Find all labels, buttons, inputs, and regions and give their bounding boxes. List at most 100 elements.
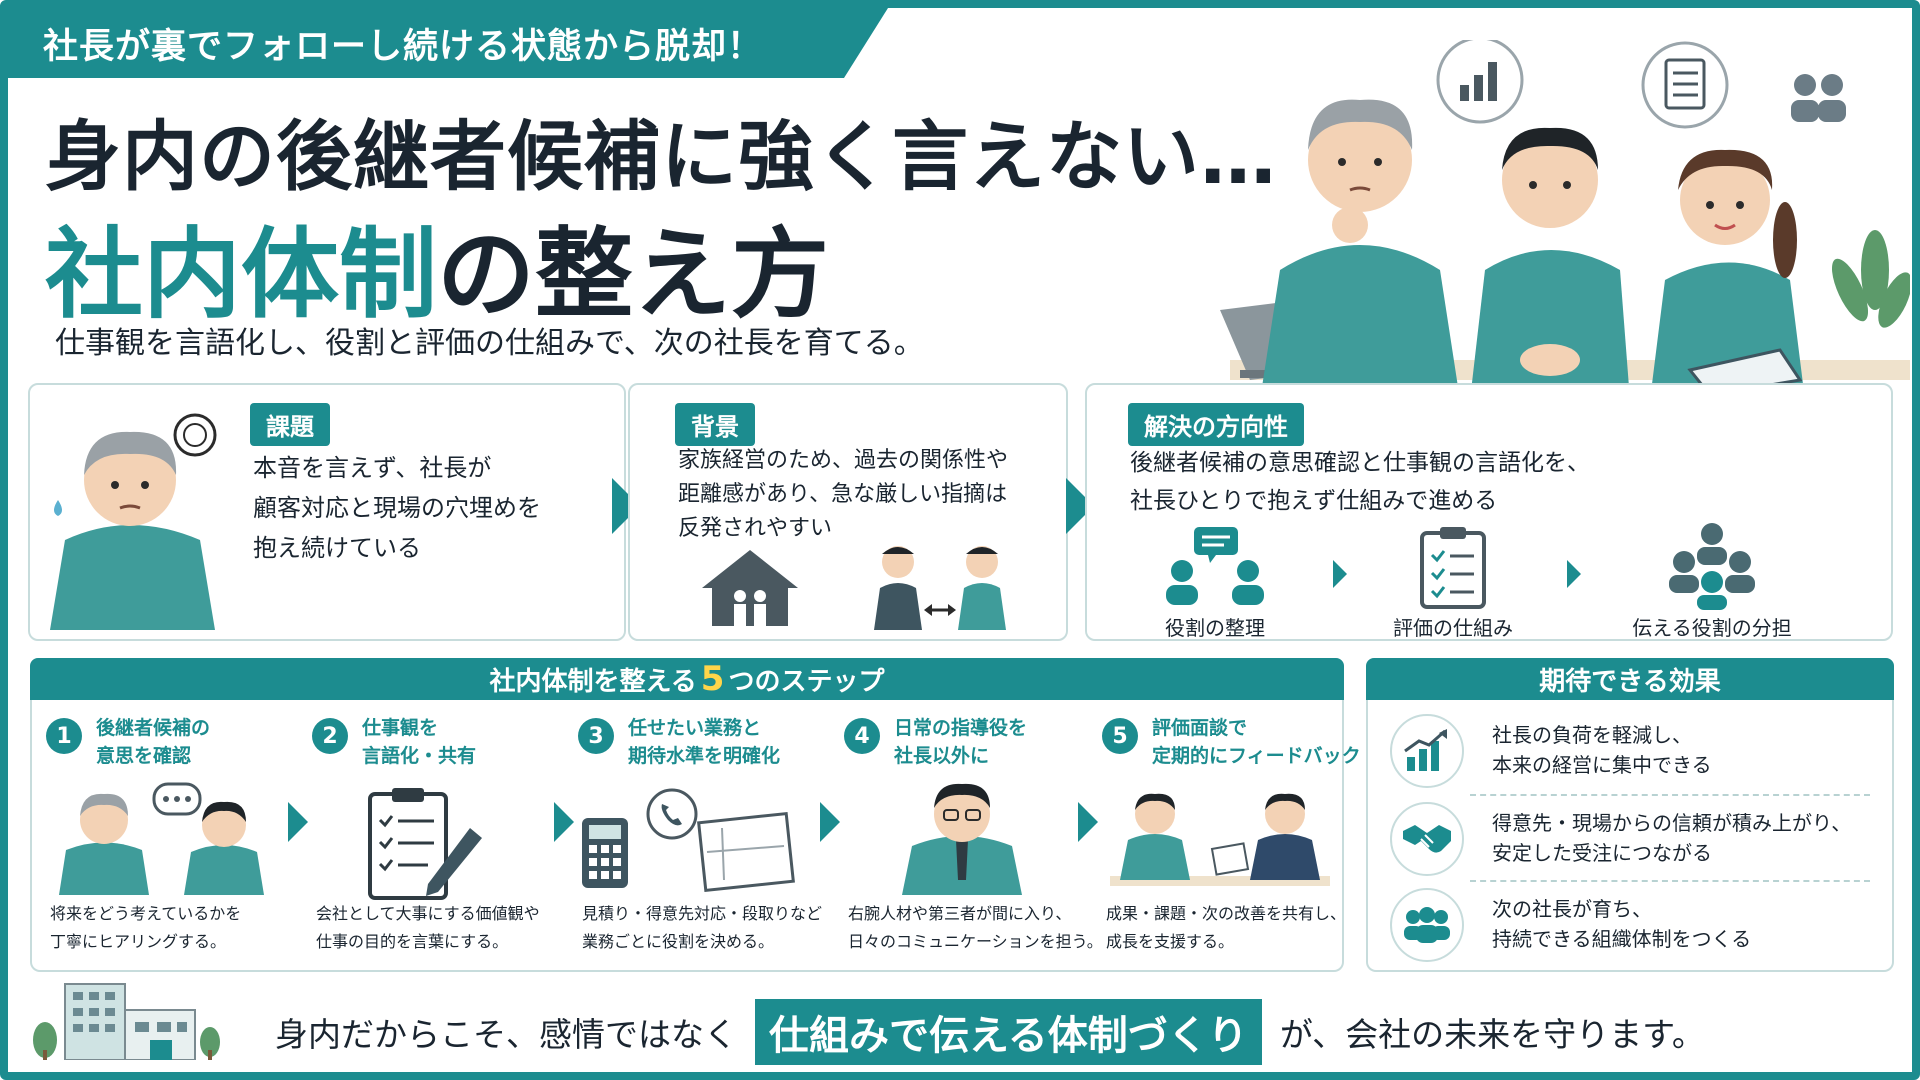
effect-icon-circle xyxy=(1390,888,1464,962)
step-title-line: 期待水準を明確化 xyxy=(628,745,781,767)
effects-heading: 期待できる効果 xyxy=(1366,658,1894,700)
step-description: 成果・課題・次の改善を共有し、成長を支援する。 xyxy=(1106,900,1346,956)
main-title-line2: 社内体制の整え方 xyxy=(45,195,829,337)
step-title-line: 評価面談で xyxy=(1152,717,1248,739)
effect-line: 社長の負荷を軽減し、 xyxy=(1492,723,1692,747)
step-number: 4 xyxy=(844,718,880,754)
step-card: 4 日常の指導役を社長以外に 右腕人材や第三者が間に入り、日々のコミュニケーショ… xyxy=(832,710,1103,970)
direction-icon-label: 役割の整理 xyxy=(1165,616,1265,640)
hearing-conversation-icon xyxy=(59,782,264,895)
effect-divider xyxy=(1470,880,1870,882)
effect-line: 持続できる組織体制をつくる xyxy=(1492,927,1752,951)
clipboard-icon xyxy=(1420,527,1486,609)
step-desc-line: 見積り・得意先対応・段取りなど xyxy=(582,904,823,923)
background-line: 距離感があり、急な厳しい指摘は xyxy=(678,482,1008,507)
step-card: 2 仕事観を言語化・共有 会社として大事にする価値観や仕事の目的を言葉にする。 xyxy=(300,710,560,970)
senior-person-figure xyxy=(1260,99,1460,400)
step-title-line: 意思を確認 xyxy=(96,745,192,767)
subtitle: 仕事観を言語化し、役割と評価の仕組みで、次の社長を育てる。 xyxy=(55,326,924,361)
step-title: 仕事観を言語化・共有 xyxy=(362,714,476,770)
group-icon xyxy=(1404,907,1450,943)
step-description: 見積り・得意先対応・段取りなど業務ごとに役割を決める。 xyxy=(582,900,822,956)
checklist-bubble-icon xyxy=(1641,41,1729,129)
step-desc-line: 会社として大事にする価値観や xyxy=(316,904,540,923)
direction-icon-label: 評価の仕組み xyxy=(1393,616,1513,640)
effect-item: 次の社長が育ち、持続できる組織体制をつくる xyxy=(1380,882,1880,966)
step-card: 3 任せたい業務と期待水準を明確化 見積り・得意先対応・段取りなど業務ごとに役割… xyxy=(566,710,826,970)
people-icon xyxy=(1791,74,1846,122)
step-title-line: 任せたい業務と xyxy=(628,717,762,739)
background-text: 家族経営のため、過去の関係性や 距離感があり、急な厳しい指摘は 反発されやすい xyxy=(678,444,1008,546)
two-people-distance-icon xyxy=(874,546,1006,630)
effect-line: 得意先・現場からの信頼が積み上がり、 xyxy=(1492,811,1852,835)
arrow-right-icon xyxy=(1078,802,1098,842)
step-title: 後継者候補の意思を確認 xyxy=(96,714,210,770)
effect-icon-circle xyxy=(1390,714,1464,788)
plant-icon xyxy=(1831,230,1910,328)
issue-text: 本音を言えず、社長が 顧客対応と現場の穴埋めを 抱え続けている xyxy=(253,448,541,568)
step-title: 評価面談で定期的にフィードバック xyxy=(1152,714,1361,770)
step-desc-line: 成果・課題・次の改善を共有し、 xyxy=(1106,904,1347,923)
effect-line: 本来の経営に集中できる xyxy=(1492,753,1712,777)
step-desc-line: 成長を支援する。 xyxy=(1106,932,1235,951)
hero-illustration xyxy=(1220,40,1910,400)
title-accent: 社内体制 xyxy=(45,218,438,332)
step-title-line: 定期的にフィードバック xyxy=(1152,745,1361,767)
handshake-icon xyxy=(1403,825,1451,853)
effect-text: 次の社長が育ち、持続できる組織体制をつくる xyxy=(1492,894,1751,954)
growth-chart-icon xyxy=(1404,729,1447,771)
arrow-right-small-icon xyxy=(1333,560,1347,588)
chart-bubble-icon xyxy=(1436,40,1524,124)
step-title: 日常の指導役を社長以外に xyxy=(894,714,1027,770)
effect-item: 得意先・現場からの信頼が積み上がり、安定した受注につながる xyxy=(1380,796,1880,880)
issue-line: 顧客対応と現場の穴埋めを xyxy=(253,494,541,522)
direction-line: 後継者候補の意思確認と仕事観の言語化を、 xyxy=(1130,450,1590,476)
arrow-right-small-icon xyxy=(1567,560,1581,588)
title-rest: の整え方 xyxy=(437,218,830,332)
effect-text: 社長の負荷を軽減し、本来の経営に集中できる xyxy=(1492,720,1712,780)
steps-heading-num: 5 xyxy=(700,659,725,699)
step-title: 任せたい業務と期待水準を明確化 xyxy=(628,714,780,770)
step-description: 会社として大事にする価値観や仕事の目的を言葉にする。 xyxy=(316,900,540,956)
review-meeting-icon xyxy=(1110,793,1330,886)
step-desc-line: 仕事の目的を言葉にする。 xyxy=(316,932,509,951)
effect-line: 安定した受注につながる xyxy=(1492,841,1712,865)
steps-heading-pre: 社内体制を整える xyxy=(489,666,697,697)
bottom-message-pre: 身内だからこそ、感情ではなく xyxy=(275,1015,737,1054)
step-card: 5 評価面談で定期的にフィードバック 成果・課題・次の改善を共有し、成長を支援す… xyxy=(1090,710,1361,970)
step-desc-line: 将来をどう考えているかを xyxy=(50,904,242,923)
young-man-figure xyxy=(1470,127,1630,400)
office-building-icon xyxy=(33,983,220,1060)
steps-panel xyxy=(30,700,1344,972)
step-number: 5 xyxy=(1102,718,1138,754)
step-title-line: 社長以外に xyxy=(894,745,990,767)
direction-line: 社長ひとりで抱えず仕組みで進める xyxy=(1130,488,1498,514)
issue-line: 抱え続けている xyxy=(253,534,421,562)
step-card: 1 後継者候補の意思を確認 将来をどう考えているかを丁寧にヒアリングする。 xyxy=(34,710,294,970)
background-line: 家族経営のため、過去の関係性や xyxy=(678,448,1009,473)
discussion-icon xyxy=(1166,527,1264,605)
woman-figure xyxy=(1650,149,1805,400)
top-ribbon: 社長が裏でフォローし続ける状態から脱却！ xyxy=(8,8,888,78)
bottom-message: 身内だからこそ、感情ではなく 仕組みで伝える体制づくり が、会社の未来を守ります… xyxy=(275,999,1705,1065)
bottom-message-highlight: 仕組みで伝える体制づくり xyxy=(755,999,1262,1065)
effects-panel xyxy=(1366,700,1894,972)
step-title-line: 仕事観を xyxy=(362,717,439,739)
step-number: 2 xyxy=(312,718,348,754)
step-title-line: 日常の指導役を xyxy=(894,717,1028,739)
family-house-icon xyxy=(702,550,798,626)
effect-divider xyxy=(1470,794,1870,796)
step-description: 将来をどう考えているかを丁寧にヒアリングする。 xyxy=(50,900,241,956)
arrow-right-icon xyxy=(288,802,308,842)
main-title-line1: 身内の後継者候補に強く言えない… xyxy=(45,112,1277,201)
direction-icon-label: 伝える役割の分担 xyxy=(1632,616,1792,640)
mentor-person-icon xyxy=(902,783,1022,895)
issue-line: 本音を言えず、社長が xyxy=(253,454,492,482)
background-tag: 背景 xyxy=(675,403,755,446)
step-title-line: 後継者候補の xyxy=(96,717,211,739)
step-desc-line: 丁寧にヒアリングする。 xyxy=(50,932,227,951)
step-title-line: 言語化・共有 xyxy=(362,745,477,767)
direction-tag: 解決の方向性 xyxy=(1128,403,1304,446)
